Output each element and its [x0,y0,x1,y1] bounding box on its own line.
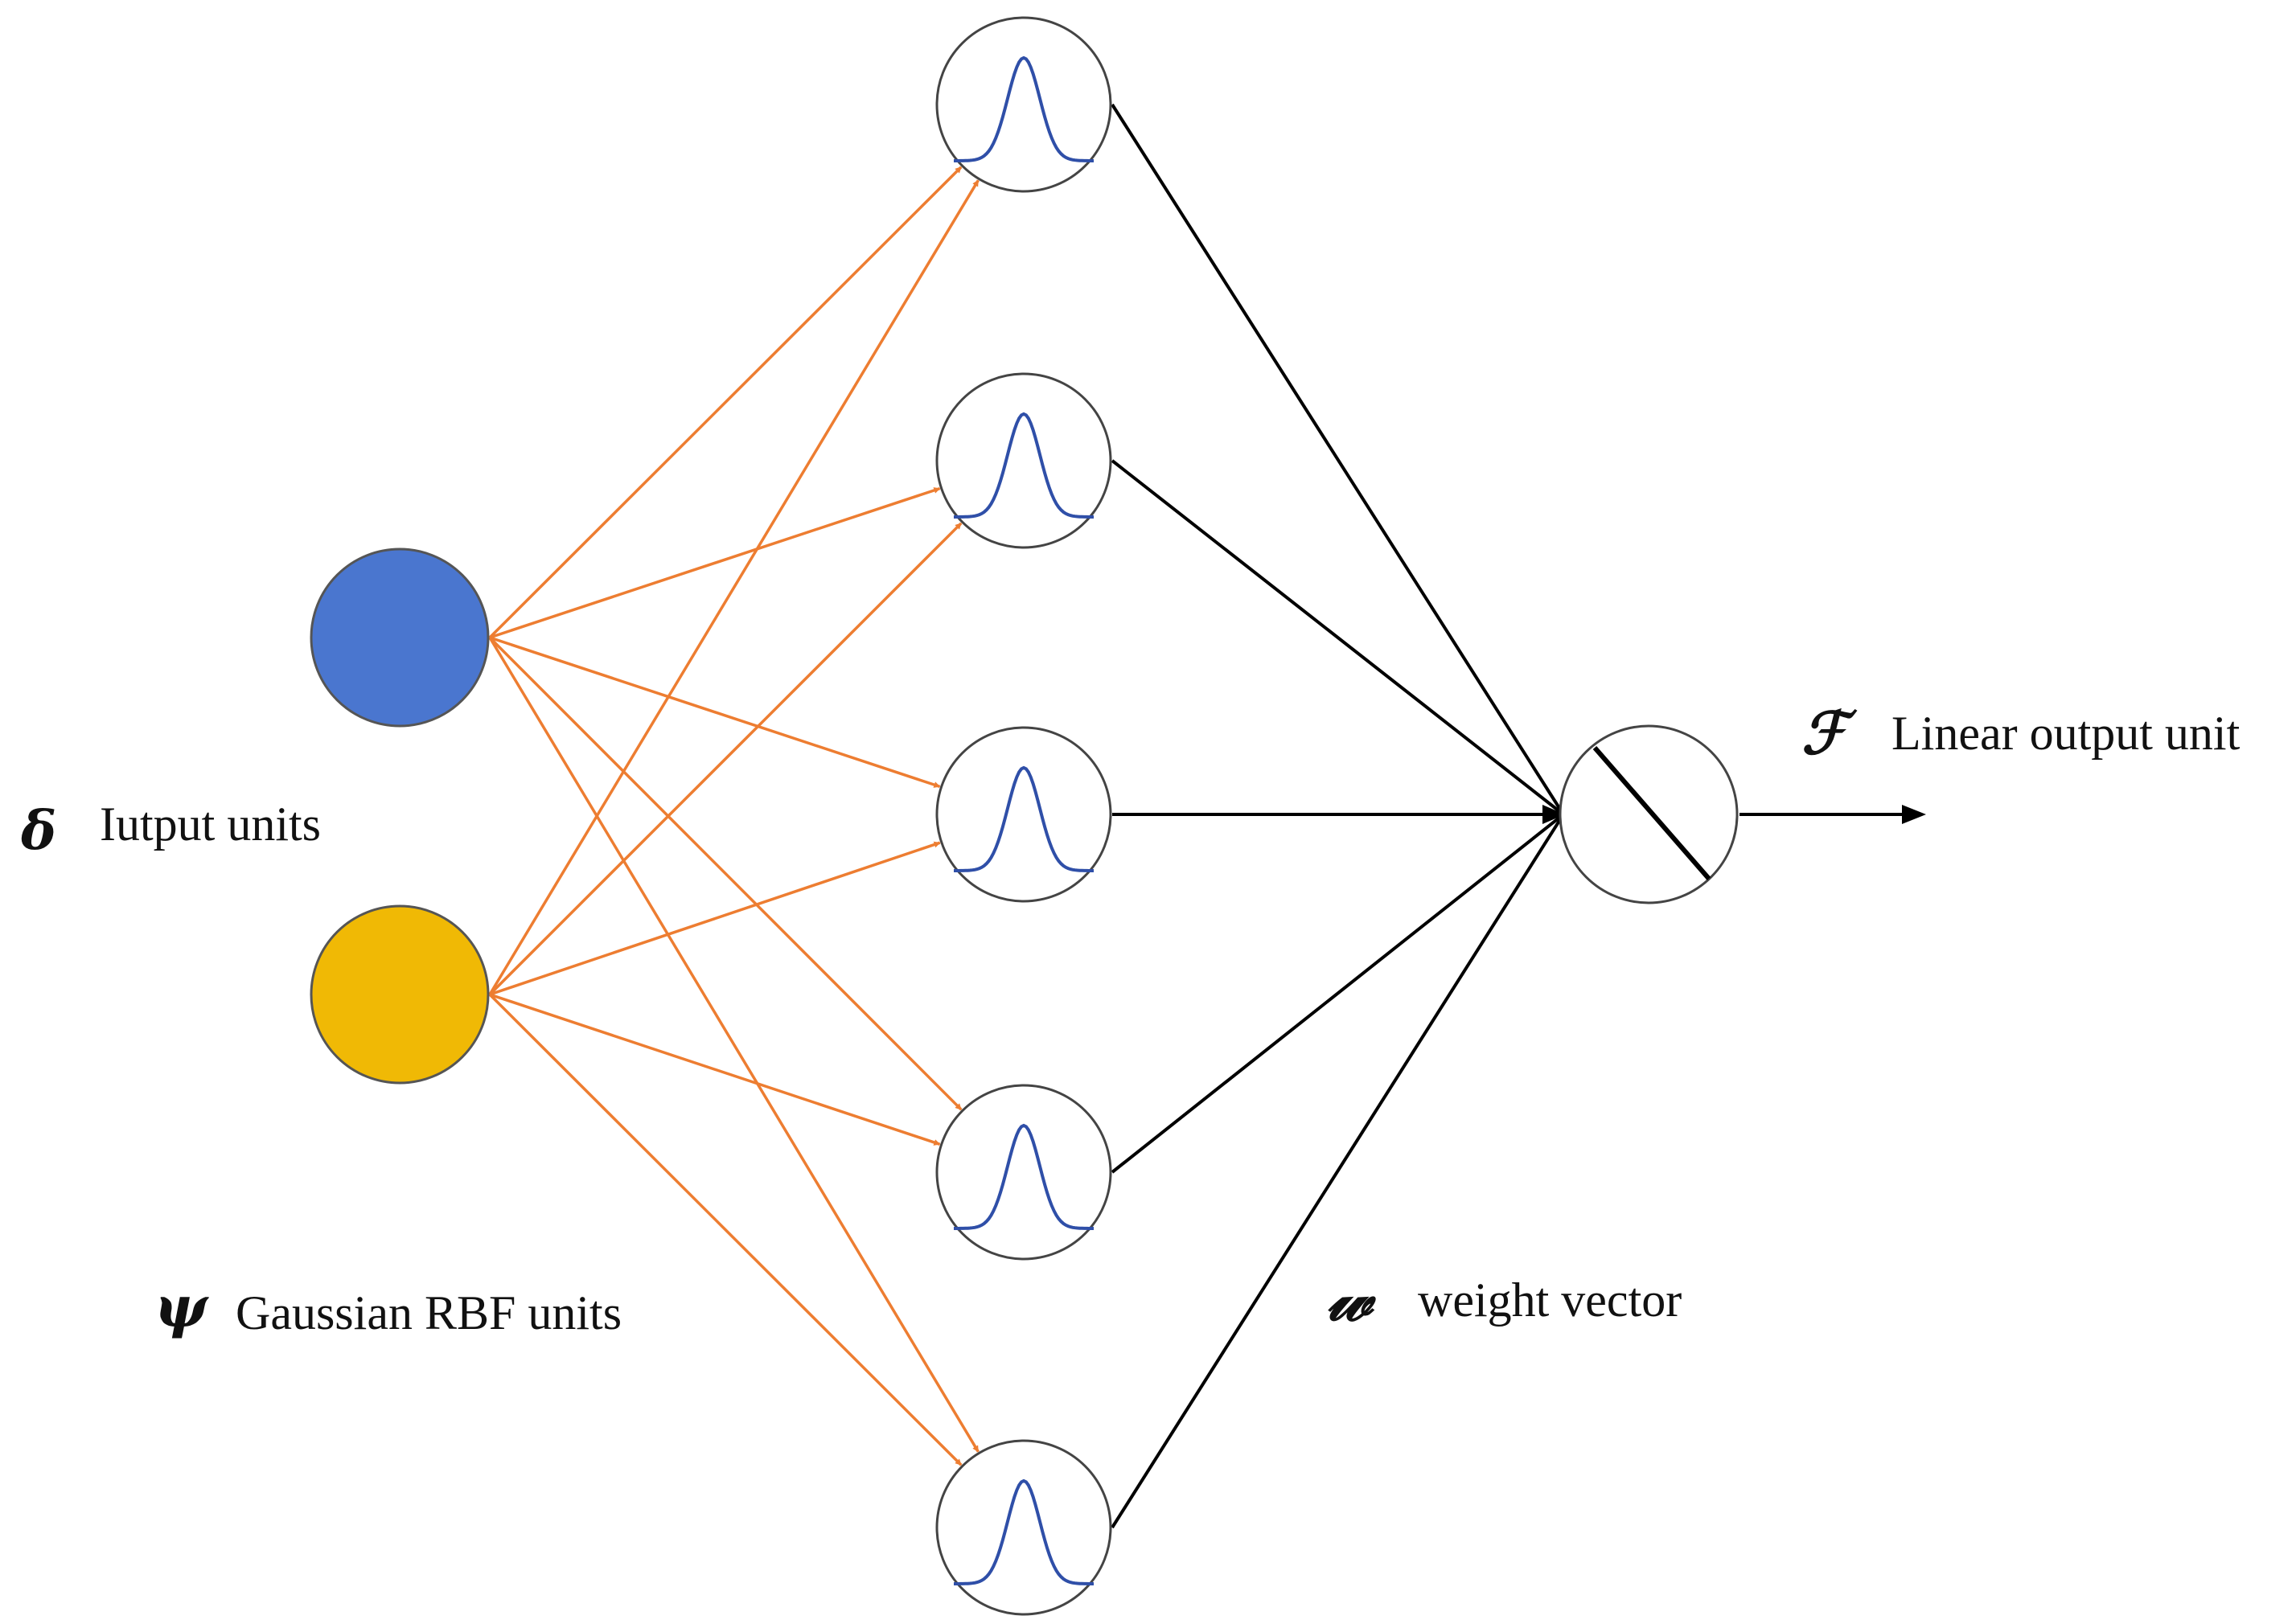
rbf-node-4 [935,1084,1112,1261]
f-symbol: ℱ [1801,699,1858,767]
rbf-node-circle [935,726,1112,903]
rbf-node-circle [935,1439,1112,1616]
gaussian-bell-curve-icon [954,55,1094,162]
edge-rbf-5-to-output [1111,813,1565,1529]
hidden-to-output-edges [1111,103,1565,1529]
w-symbol: 𝓌 [1327,1260,1377,1335]
linear-output-text: Linear output unit [1891,707,2241,760]
edge-input-2-to-rbf-3 [489,841,941,996]
gaussian-bell-curve-icon [954,1478,1094,1585]
rbf-node-circle [935,372,1112,549]
input-units-text: Iutput units [100,798,321,851]
weight-vector-label: 𝓌 weight vector [1327,1260,1682,1335]
edge-input-1-to-rbf-3 [489,636,941,789]
gaussian-rbf-layer [935,16,1112,1616]
weight-vector-text: weight vector [1418,1273,1682,1327]
rbf-node-3 [935,726,1112,903]
gaussian-bell-curve-icon [954,1123,1094,1230]
edge-input-2-to-rbf-1 [488,179,980,995]
edge-input-2-to-rbf-4 [489,993,941,1146]
input-node-2 [310,904,490,1085]
edge-rbf-4-to-output [1111,813,1565,1174]
input-to-hidden-edges [488,166,980,1466]
edge-input-2-to-rbf-5 [488,993,963,1466]
rbf-node-circle [935,16,1112,193]
edge-input-1-to-rbf-1 [488,166,963,639]
rbf-node-2 [935,372,1112,549]
output-node [1559,724,1739,904]
rbf-node-5 [935,1439,1112,1616]
arrow-right-icon [1739,805,1926,824]
psi-symbol: ψ [154,1273,209,1340]
edge-rbf-2-to-output [1111,459,1565,816]
rbf-node-circle [935,1084,1112,1261]
rbf-units-label: ψ Gaussian RBF units [154,1273,622,1340]
edge-rbf-1-to-output [1111,103,1565,816]
diagonal-slash-icon [1592,746,1711,880]
rbf-units-text: Gaussian RBF units [236,1286,622,1339]
linear-output-label: ℱ Linear output unit [1801,699,2241,767]
input-node-1 [310,547,490,728]
input-units-label: δ Iutput units [20,798,321,862]
edge-input-1-to-rbf-2 [489,486,941,639]
delta-symbol: δ [20,799,56,862]
edge-input-1-to-rbf-5 [488,637,980,1453]
edge-input-2-to-rbf-2 [488,522,963,996]
gaussian-bell-curve-icon [954,412,1094,519]
arrow-head-icon [1542,805,1565,824]
gaussian-bell-curve-icon [954,765,1094,872]
rbf-node-1 [935,16,1112,193]
edge-input-1-to-rbf-4 [488,636,963,1111]
linear-output-unit [1559,724,1739,904]
